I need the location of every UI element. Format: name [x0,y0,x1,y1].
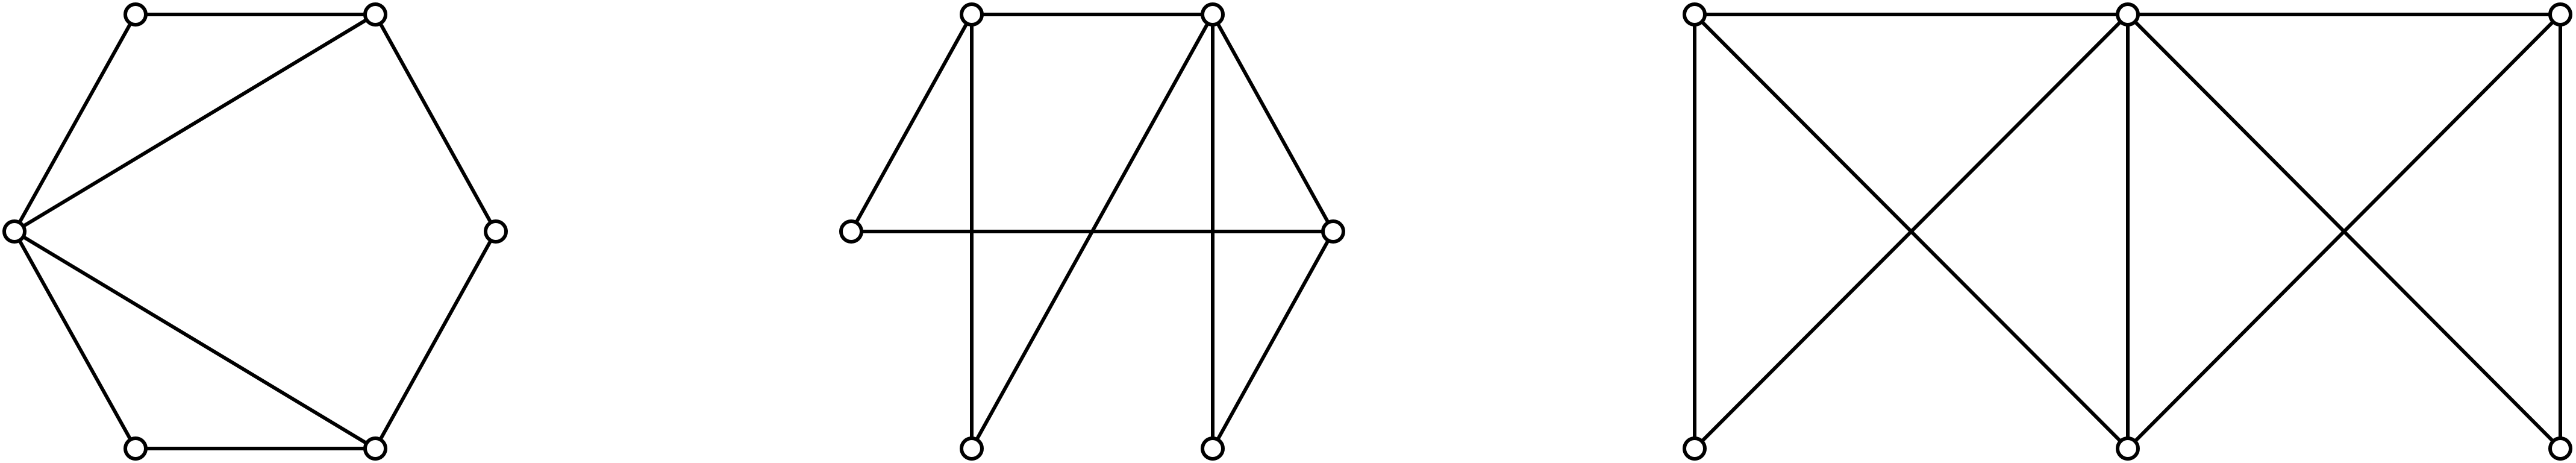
graph-3-node-d [1683,436,1707,461]
graph-2-node-d [1321,219,1345,244]
graph-1-node-b [363,2,387,27]
graph-3-node-a [1683,2,1707,27]
graph-3-node-c [2548,2,2572,27]
graph-1-edge-c-e [13,230,377,450]
graph-2 [839,2,1345,461]
graph-2-node-b [1201,2,1225,27]
graph-1-edge-d-e [374,230,498,450]
graph-2-node-a [960,2,984,27]
graph-2-node-e [960,436,984,461]
graph-3-edge-c-e [2126,13,2562,450]
graph-1-node-e [363,436,387,461]
graph-2-edge-b-d [1211,13,1335,233]
graph-1-node-d [484,219,508,244]
graph-3-edge-b-d [1693,13,2130,450]
graph-1-edge-c-f [13,230,137,450]
graph-2-edge-a-c [849,13,974,233]
graph-1-edge-b-d [374,13,498,233]
graph-1-node-a [123,2,148,27]
graph-1 [2,2,508,461]
graph-1-node-c [2,219,27,244]
graph-3-node-e [2116,436,2140,461]
graph-1-edge-a-c [13,13,137,233]
graph-3-node-f [2548,436,2572,461]
graph-1-edge-b-c [13,13,377,233]
graph-3-node-b [2116,2,2140,27]
graph-3 [1683,2,2572,461]
graph-2-edge-d-f [1211,230,1335,450]
graph-2-node-f [1201,436,1225,461]
graph-2-node-c [839,219,863,244]
graph-1-node-f [123,436,148,461]
